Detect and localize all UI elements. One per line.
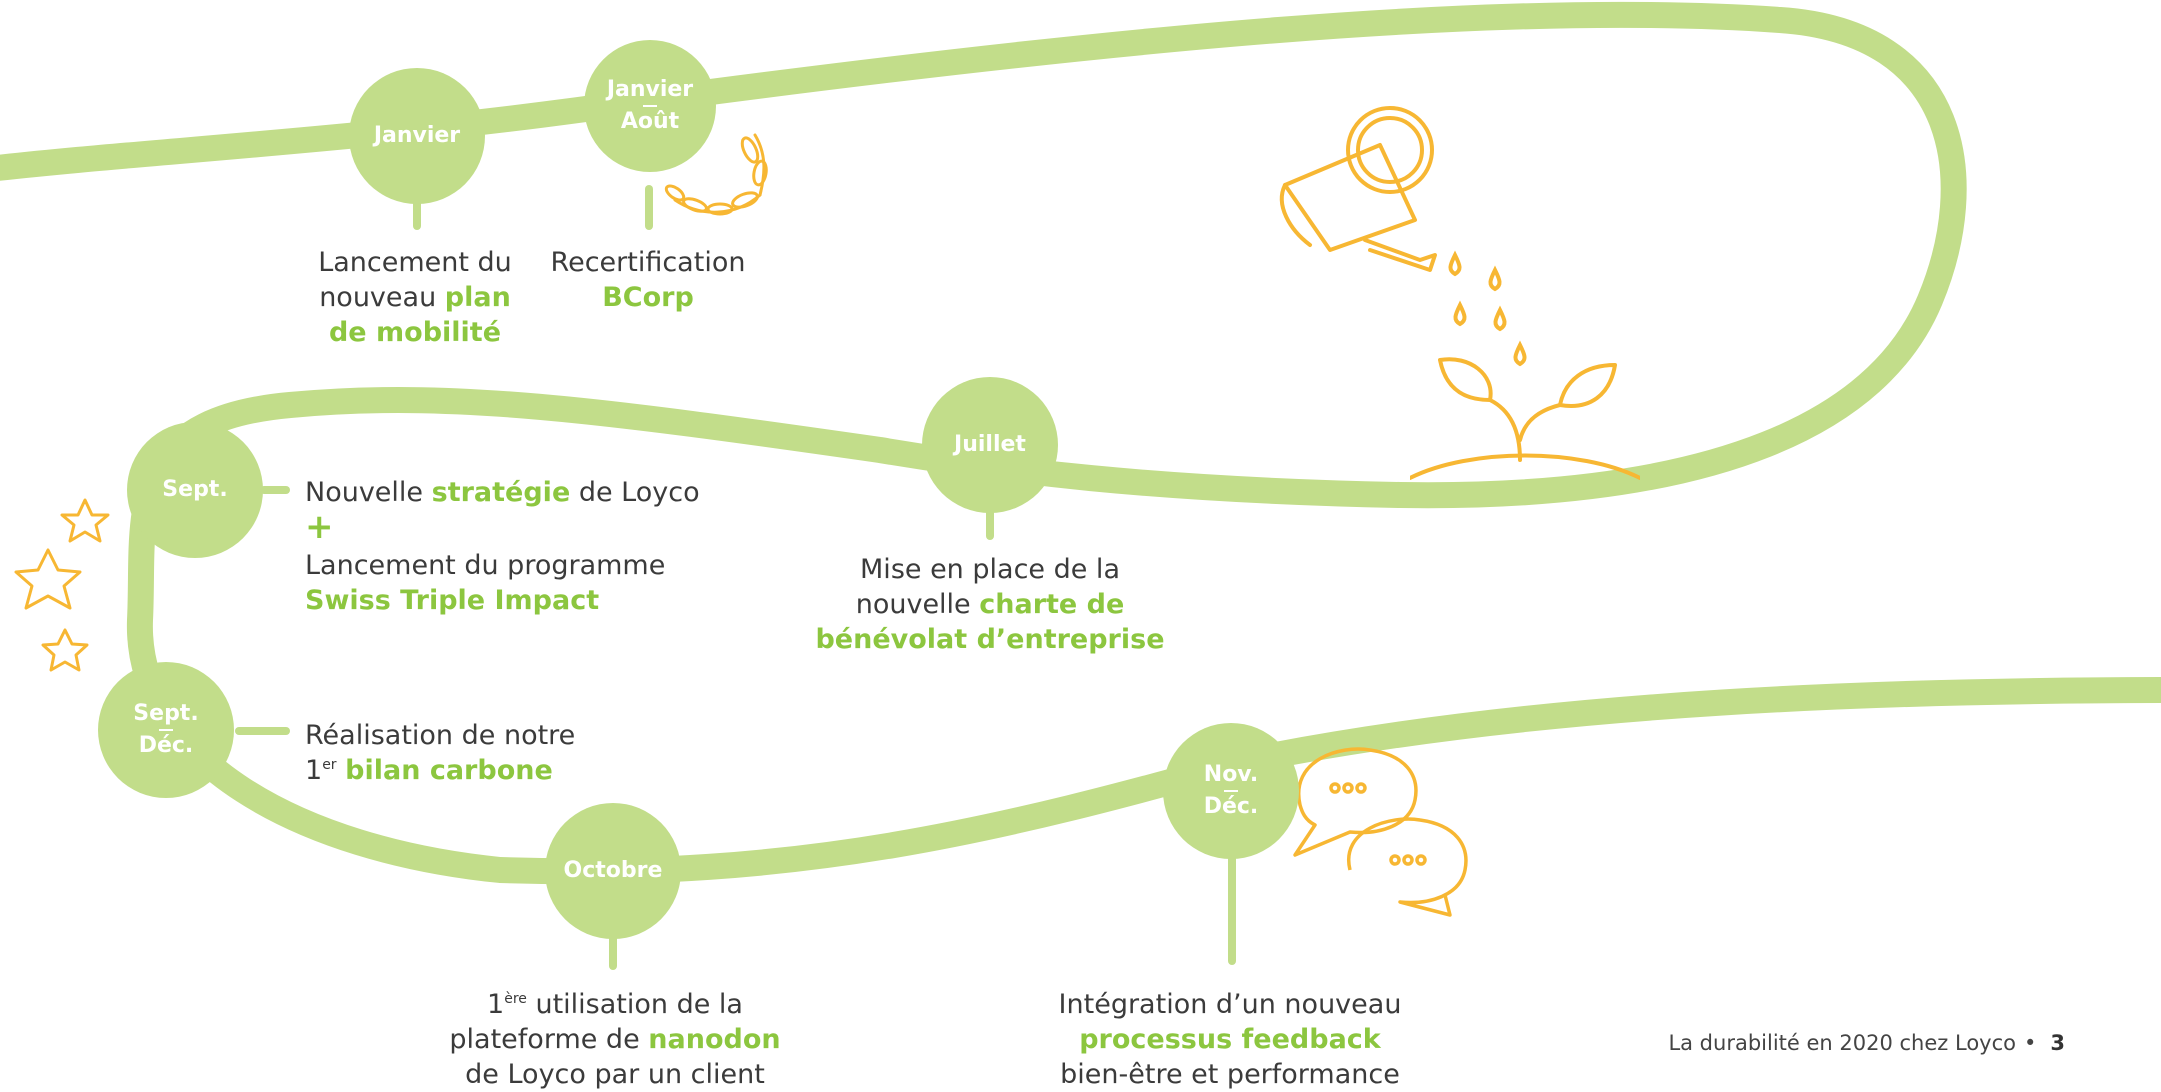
description-nanodon: 1ère utilisation de la plateforme de nan…: [445, 987, 785, 1092]
milestone-janvier-aout: Janvier Août: [584, 40, 716, 172]
highlight: Swiss Triple Impact: [305, 585, 600, 616]
text-line: Intégration d’un nouveau: [1058, 989, 1402, 1020]
superscript: ère: [504, 991, 527, 1007]
milestone-octobre: Octobre: [545, 803, 681, 939]
text-line: Lancement du: [318, 247, 512, 278]
text-line: Recertification: [550, 247, 746, 278]
water-drops-icon: [1448, 250, 1527, 367]
stem-nov-dec: [1228, 845, 1236, 965]
watering-can-icon: [1279, 106, 1437, 272]
footer-bullet: •: [2023, 1031, 2037, 1055]
stem-sept-dec: [235, 727, 290, 735]
highlight: charte de: [979, 589, 1125, 620]
milestone-line1: Sept.: [133, 701, 199, 727]
highlight: nanodon: [648, 1024, 781, 1055]
milestone-line1: Janvier: [606, 77, 694, 103]
milestone-nov-dec: Nov. Déc.: [1163, 723, 1299, 859]
superscript: er: [322, 757, 337, 773]
description-benevolat: Mise en place de la nouvelle charte de b…: [815, 552, 1165, 657]
highlight: de mobilité: [328, 317, 502, 348]
sprout-icon: [1410, 357, 1640, 480]
highlight: BCorp: [602, 282, 694, 313]
milestone-sept: Sept.: [127, 422, 263, 558]
text-line: Lancement du programme: [305, 550, 666, 581]
stem-janvier-aout: [645, 185, 653, 230]
text-line: nouvelle charte de: [815, 587, 1165, 622]
milestone-line2: Août: [620, 108, 680, 134]
page-footer: La durabilité en 2020 chez Loyco • 3: [1668, 1031, 2065, 1055]
page-number: 3: [2050, 1031, 2065, 1055]
milestone-line1: Nov.: [1203, 762, 1259, 788]
description-mobilite: Lancement du nouveau plan de mobilité: [305, 245, 525, 350]
milestone-dash: [643, 104, 657, 107]
text-line: de Loyco par un client: [465, 1059, 765, 1090]
text-line: Nouvelle stratégie de Loyco: [305, 475, 735, 510]
milestone-label: Juillet: [954, 431, 1026, 457]
footer-text: La durabilité en 2020 chez Loyco: [1668, 1031, 2016, 1055]
stem-sept: [260, 486, 290, 494]
text: nouvelle: [855, 589, 980, 620]
text: de Loyco: [570, 477, 700, 508]
laurel-icon: [664, 133, 768, 216]
text-line: 1er bilan carbone: [305, 753, 635, 788]
description-carbone: Réalisation de notre 1er bilan carbone: [305, 718, 635, 788]
stars-icon: [14, 498, 110, 672]
text-line: plateforme de nanodon: [445, 1022, 785, 1057]
milestone-label: Sept.: [162, 476, 228, 502]
text: 1: [487, 989, 505, 1020]
highlight: processus feedback: [1079, 1024, 1381, 1055]
highlight: bilan carbone: [345, 755, 553, 786]
stem-octobre: [609, 925, 617, 970]
milestone-juillet: Juillet: [922, 377, 1058, 513]
text-line: Mise en place de la: [860, 554, 1120, 585]
text-line: Réalisation de notre: [305, 720, 576, 751]
speech-bubbles-icon: [1293, 747, 1468, 917]
text: plateforme de: [449, 1024, 649, 1055]
description-bcorp: Recertification BCorp: [545, 245, 751, 315]
highlight: plan: [444, 282, 511, 313]
text: nouveau: [319, 282, 445, 313]
milestone-label: Octobre: [563, 857, 663, 883]
text-line: bien-être et performance: [1060, 1059, 1400, 1090]
milestone-line2: Déc.: [138, 732, 194, 758]
description-feedback: Intégration d’un nouveau processus feedb…: [1040, 987, 1420, 1092]
milestone-label: Janvier: [373, 122, 461, 148]
text-line: 1ère utilisation de la: [445, 987, 785, 1022]
stem-juillet: [986, 500, 994, 540]
text: 1: [305, 755, 323, 786]
milestone-janvier: Janvier: [349, 68, 485, 204]
text: Nouvelle: [305, 477, 432, 508]
milestone-dash: [1224, 789, 1238, 792]
text: utilisation de la: [526, 989, 743, 1020]
milestone-dash: [159, 728, 173, 731]
highlight: stratégie: [431, 477, 571, 508]
milestone-line2: Déc.: [1203, 793, 1259, 819]
description-strategie: Nouvelle stratégie de Loyco + Lancement …: [305, 475, 735, 618]
highlight: bénévolat d’entreprise: [815, 624, 1165, 655]
text-line: nouveau plan: [305, 280, 525, 315]
milestone-sept-dec: Sept. Déc.: [98, 662, 234, 798]
stem-janvier: [413, 195, 421, 230]
plus-icon: +: [305, 507, 334, 547]
